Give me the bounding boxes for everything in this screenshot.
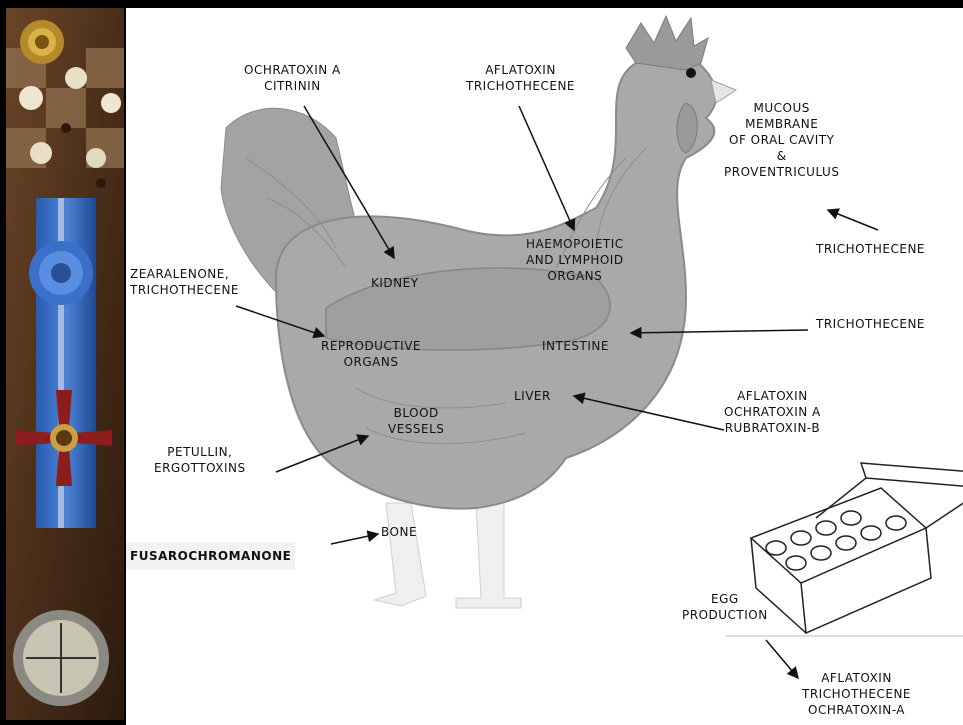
- label-fusarochromanone: FUSAROCHROMANONE: [126, 542, 295, 570]
- hen-comb: [626, 16, 708, 70]
- label-trichothecene-right-2: TRICHOTHECENE: [816, 316, 925, 332]
- medal-collage-image: [6, 8, 124, 720]
- label-bone: BONE: [381, 524, 417, 540]
- label-intestine: INTESTINE: [542, 338, 609, 354]
- arrow-to-oral-cavity: [828, 210, 878, 230]
- label-trichothecene-right-1: TRICHOTHECENE: [816, 241, 925, 257]
- arrow-to-haemopoietic: [519, 106, 574, 230]
- hen-eye: [686, 68, 696, 78]
- label-liver: LIVER: [514, 388, 551, 404]
- decorative-side-panel: [6, 8, 124, 720]
- label-zearalenone: ZEARALENONE,TRICHOTHECENE: [130, 266, 239, 298]
- hen-leg-left: [456, 503, 521, 608]
- hen-leg-right: [374, 503, 426, 606]
- egg-carton-drawing: [751, 463, 963, 633]
- arrow-to-bone: [331, 534, 378, 544]
- label-kidney: KIDNEY: [371, 275, 419, 291]
- arrow-from-egg-production: [766, 640, 798, 678]
- label-petullin-ergottoxins: PETULLIN,ERGOTTOXINS: [154, 444, 246, 476]
